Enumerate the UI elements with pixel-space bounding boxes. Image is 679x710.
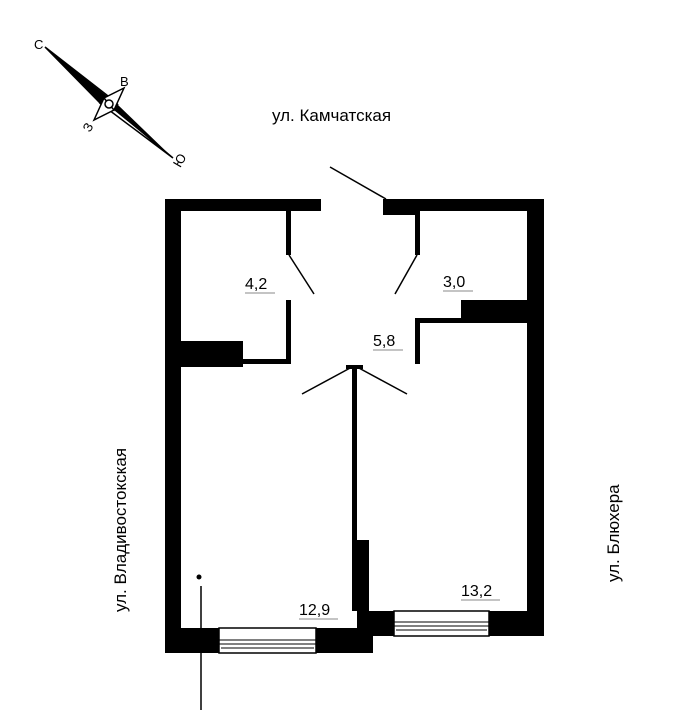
room-labels: 4,2 3,0 5,8 12,9 13,2 — [245, 274, 500, 620]
door-header — [346, 365, 363, 369]
wall-right — [527, 199, 544, 636]
wall-bath-bottom — [415, 318, 420, 364]
wall-left — [165, 199, 181, 653]
area-bathroom: 3,0 — [443, 274, 465, 291]
door-storage — [288, 254, 315, 295]
marker-dot — [196, 574, 202, 580]
door-bathroom — [394, 254, 418, 295]
outer-walls — [165, 199, 544, 653]
area-hall: 5,8 — [373, 333, 395, 350]
area-room-right: 13,2 — [461, 583, 492, 600]
door-room-right — [356, 366, 408, 395]
wall-bottom-left-a — [165, 628, 219, 653]
wall-divider-foot — [357, 540, 369, 636]
compass-north-label: С — [34, 37, 43, 52]
compass-east-label: В — [120, 74, 129, 89]
wall-bottom-right — [489, 611, 544, 636]
interior-walls — [181, 211, 527, 636]
area-storage: 4,2 — [245, 276, 267, 293]
wall-bottom-middle — [369, 611, 394, 636]
wall-entrance-jamb — [383, 199, 419, 215]
doors — [288, 166, 418, 395]
street-left-label: ул. Владивостокская — [111, 448, 130, 612]
compass-center — [104, 99, 114, 109]
wall-bath-block — [461, 300, 527, 323]
wall-top-right — [389, 199, 544, 211]
door-room-left — [301, 366, 353, 395]
door-entrance — [329, 166, 387, 200]
wall-storage-floor — [243, 359, 291, 364]
street-top-label: ул. Камчатская — [272, 106, 391, 125]
wall-storage-block — [181, 341, 243, 367]
window-left — [218, 627, 317, 654]
area-room-left: 12,9 — [299, 602, 330, 619]
compass-needle-north-fill — [45, 47, 117, 104]
wall-top-left — [165, 199, 321, 211]
window-right — [393, 610, 490, 637]
wall-rooms-divider — [352, 367, 357, 611]
compass-needle-south — [98, 103, 174, 159]
wall-bath-top — [415, 211, 420, 255]
street-right-label: ул. Блюхера — [604, 484, 623, 582]
wall-storage-bottom — [286, 300, 291, 362]
compass-rose: С В З Ю — [34, 37, 189, 170]
compass-west-label: З — [79, 120, 96, 134]
wall-bath-floor — [420, 318, 461, 323]
wall-storage-top — [286, 211, 291, 255]
compass-south-label: Ю — [170, 151, 190, 170]
compass-needle-south-fill — [109, 104, 173, 158]
